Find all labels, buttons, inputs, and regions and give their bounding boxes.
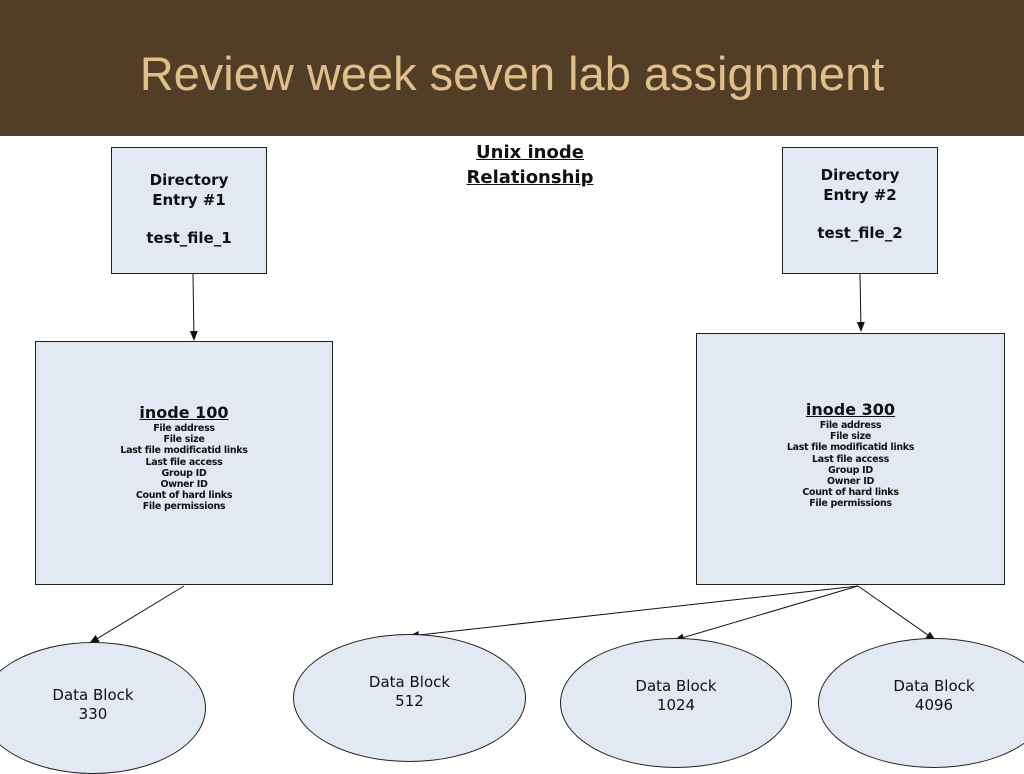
inode-100-attr: Last file access xyxy=(145,456,223,468)
arrow-inode300-to-block1024 xyxy=(674,585,859,642)
slide-header: Review week seven lab assignment xyxy=(0,0,1024,136)
data-block-330: Data Block 330 xyxy=(0,642,206,774)
arrow-dir2-to-inode300 xyxy=(856,273,865,332)
inode-100-attr: File size xyxy=(163,434,205,446)
slide-title: Review week seven lab assignment xyxy=(139,47,885,100)
inode-300-attr: Owner ID xyxy=(826,476,875,488)
inode-300-title: inode 300 xyxy=(805,400,896,419)
directory-entry-1-file: test_file_1 xyxy=(146,229,232,247)
inode-300-attr: File address xyxy=(819,420,882,431)
data-block-number: 4096 xyxy=(914,696,954,714)
data-block-number: 1024 xyxy=(656,696,696,714)
inode-300-attr: Last file access xyxy=(812,453,889,465)
inode-300-attr: Group ID xyxy=(828,464,873,476)
data-block-number: 512 xyxy=(395,692,424,710)
inode-300-attr: Last file modificatid links xyxy=(786,442,915,454)
directory-entry-1-line1: Directory xyxy=(149,171,229,189)
data-block-number: 330 xyxy=(78,705,108,723)
arrow-inode300-to-block4096 xyxy=(857,585,936,641)
inode-300-attr: File permissions xyxy=(809,498,892,510)
data-block-label: Data Block xyxy=(635,677,717,695)
directory-entry-1-line2: Entry #1 xyxy=(152,191,226,209)
arrow-inode100-to-block330 xyxy=(89,585,185,644)
arrow-inode300-to-block512 xyxy=(409,585,859,639)
inode-100-attr: File address xyxy=(153,423,215,434)
inode-100-attr: Group ID xyxy=(161,467,207,479)
inode-300: inode 300 File address File size Last fi… xyxy=(696,333,1005,585)
inode-300-attr: Count of hard links xyxy=(802,487,899,499)
data-block-label: Data Block xyxy=(368,673,451,691)
diagram-title-line2: Relationship xyxy=(466,167,594,188)
arrow-dir1-to-inode100 xyxy=(189,273,198,341)
data-block-512: Data Block 512 xyxy=(293,634,526,762)
directory-entry-1: Directory Entry #1 test_file_1 xyxy=(111,147,267,274)
diagram-title: Unix inode Relationship xyxy=(430,140,630,190)
data-block-4096: Data Block 4096 xyxy=(818,638,1024,768)
diagram-title-line1: Unix inode xyxy=(476,142,584,163)
directory-entry-2-line1: Directory xyxy=(820,166,900,184)
directory-entry-2-line2: Entry #2 xyxy=(823,186,897,204)
inode-300-attr: File size xyxy=(830,431,871,443)
inode-100-attr: Owner ID xyxy=(160,479,208,491)
inode-100: inode 100 File address File size Last fi… xyxy=(35,341,333,585)
inode-100-title: inode 100 xyxy=(139,403,229,422)
directory-entry-2: Directory Entry #2 test_file_2 xyxy=(782,147,938,274)
directory-entry-2-file: test_file_2 xyxy=(817,224,903,242)
inode-100-attr: Count of hard links xyxy=(135,490,233,502)
data-block-label: Data Block xyxy=(893,677,975,695)
inode-100-attr: Last file modificatid links xyxy=(120,445,248,457)
data-block-label: Data Block xyxy=(52,686,134,704)
inode-100-attr: File permissions xyxy=(142,501,226,513)
data-block-1024: Data Block 1024 xyxy=(560,638,792,768)
